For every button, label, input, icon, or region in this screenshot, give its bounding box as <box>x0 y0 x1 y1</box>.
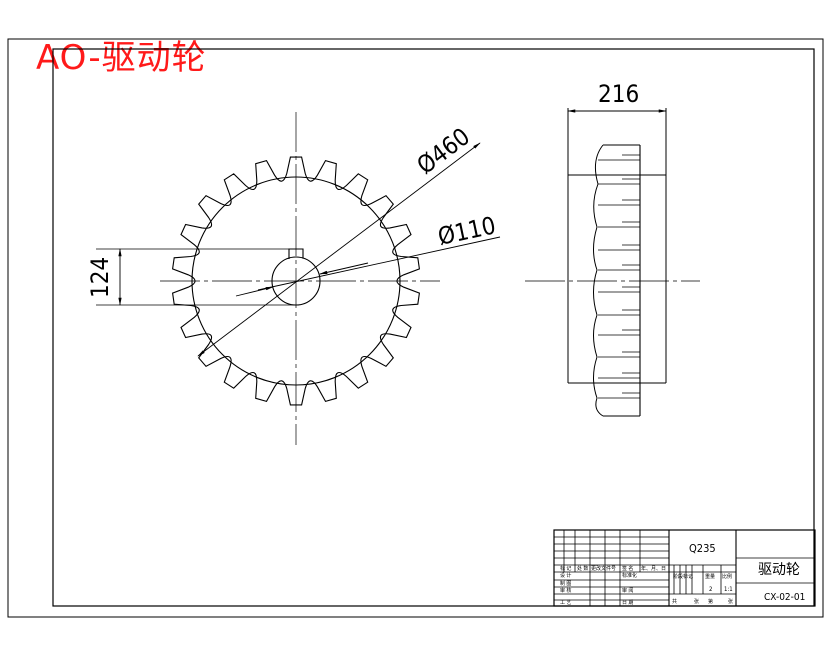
title-block <box>553 529 816 607</box>
header-count: 处 数 <box>577 565 588 572</box>
title-block-frame <box>553 529 816 607</box>
material-text: Q235 <box>689 542 716 555</box>
side-view <box>525 108 700 417</box>
rim-left-edge <box>593 144 604 417</box>
quantity-text: 2 <box>709 586 712 593</box>
sheet-total: 共 <box>672 598 677 605</box>
row-label-draw: 制 图 <box>560 580 571 587</box>
keyway-dimension-text: 124 <box>86 257 114 298</box>
bore-arrow-left <box>235 286 274 297</box>
sheet-index-unit: 张 <box>728 598 733 605</box>
row-label-process: 工 艺 <box>560 600 571 606</box>
scale-header-stage: 阶段标记 <box>673 573 693 580</box>
front-view <box>96 112 501 445</box>
header-change-doc: 更改文件号 <box>591 565 616 572</box>
mid-label-review: 审 阅 <box>622 587 633 594</box>
rim-tooth-lines <box>598 154 640 399</box>
scale-text: 1:1 <box>724 586 733 593</box>
part-name-text: 驱动轮 <box>758 562 800 578</box>
header-date: 年、月、日 <box>641 565 666 572</box>
sheet-index: 第 <box>708 598 713 605</box>
drawing-title: AO-驱动轮 <box>36 38 207 78</box>
outer-frame <box>7 38 824 618</box>
outer-diameter-leader <box>197 142 481 357</box>
sheet-total-unit: 张 <box>694 598 699 605</box>
scale-header-ratio: 比例 <box>722 573 732 580</box>
scale-header-weight: 重量 <box>705 573 715 580</box>
row-label-design: 设 计 <box>560 572 571 579</box>
row-label-mark: 标 记 <box>560 565 571 572</box>
mid-label-date: 日 期 <box>622 600 633 606</box>
width-dimension-text: 216 <box>598 80 639 108</box>
bore-arrow-right <box>319 262 369 275</box>
drawing-number-text: CX-02-01 <box>764 592 805 603</box>
header-sign: 签 名 <box>622 565 633 572</box>
title-block-text: Q235 驱动轮 CX-02-01 2 1:1 阶段标记 重量 比例 标 记 设… <box>560 542 805 606</box>
bore-diameter-text: Ø110 <box>435 211 498 250</box>
mid-label-standard: 标准化 <box>622 572 637 579</box>
inner-frame <box>52 48 815 607</box>
bore-diameter-leader <box>257 236 501 291</box>
row-label-check: 审 核 <box>560 587 571 594</box>
